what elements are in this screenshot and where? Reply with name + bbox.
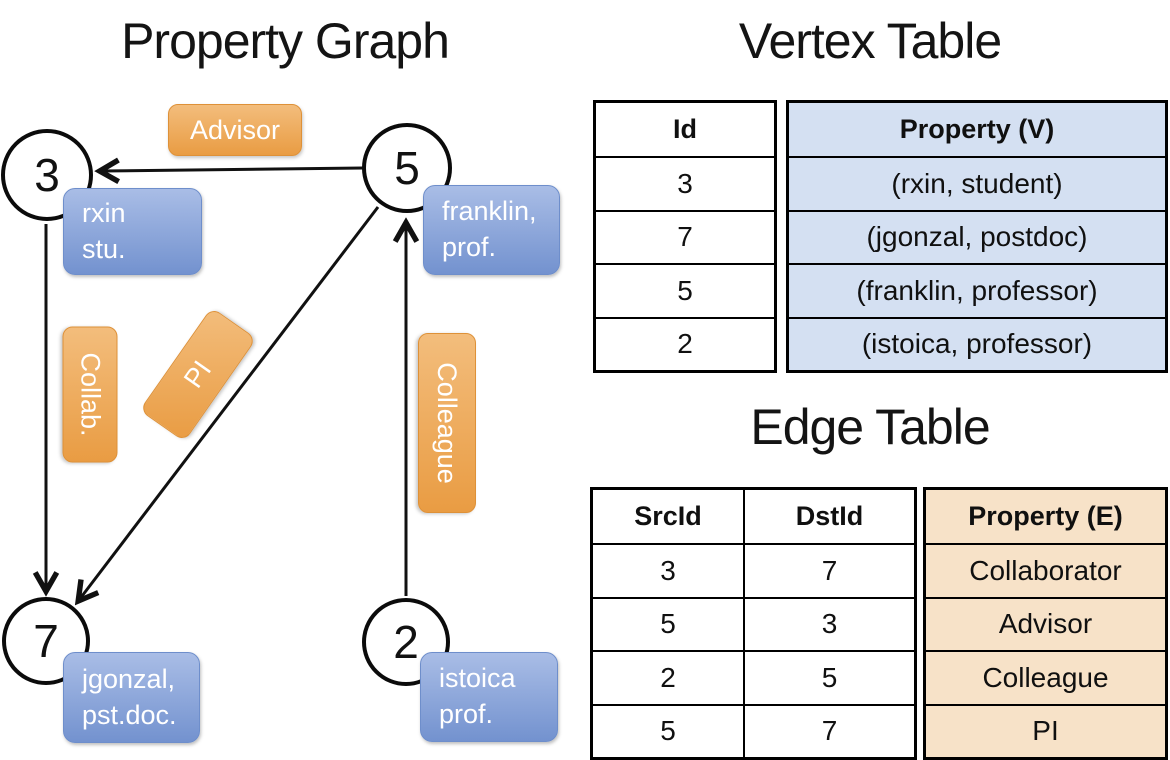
table-cell: (rxin, student)	[789, 156, 1165, 210]
vertex-table-id-column: Id 3 7 5 2	[593, 100, 777, 373]
graph-edges	[0, 0, 570, 760]
column-header: Property (E)	[926, 490, 1165, 544]
edge-label-collab: Collab.	[62, 326, 118, 463]
table-cell: 5	[743, 650, 914, 704]
column-header: DstId	[743, 490, 914, 544]
property-line: franklin,	[442, 196, 537, 227]
table-cell: 7	[743, 543, 914, 597]
table-cell: (jgonzal, postdoc)	[789, 209, 1165, 264]
vertex-table-property-column: Property (V) (rxin, student) (jgonzal, p…	[786, 100, 1168, 373]
table-cell: 3	[743, 596, 914, 651]
table-cell: (franklin, professor)	[789, 263, 1165, 317]
table-cell: 3	[593, 543, 743, 596]
table-cell: 2	[593, 650, 743, 703]
graph-node-2: 2	[362, 598, 450, 686]
node-id: 2	[393, 616, 419, 668]
node-id: 3	[34, 149, 60, 201]
property-line: istoica	[439, 663, 516, 694]
graph-node-5: 5	[362, 123, 452, 213]
node-id: 5	[394, 142, 420, 194]
vertex-table-title: Vertex Table	[738, 13, 1002, 69]
column-header: Id	[673, 114, 697, 145]
node-property-box-7: jgonzal, pst.doc.	[63, 652, 200, 743]
table-cell: 5	[593, 703, 743, 757]
table-cell: 3	[596, 156, 774, 209]
property-line: rxin	[82, 197, 126, 228]
edge-label-advisor: Advisor	[168, 104, 302, 156]
table-cell: 5	[596, 263, 774, 316]
table-cell: Collaborator	[926, 543, 1165, 597]
table-cell: 7	[596, 209, 774, 263]
edge-table-id-columns: SrcId DstId 3 7 5 3 2 5 5 7	[590, 487, 917, 760]
column-header: SrcId	[634, 501, 702, 532]
node-property-box-5: franklin, prof.	[423, 185, 560, 275]
table-cell: 2	[596, 316, 774, 370]
node-id: 7	[33, 615, 59, 667]
table-cell: 5	[593, 596, 743, 650]
edge-table-title: Edge Table	[750, 399, 990, 455]
property-line: stu.	[82, 233, 126, 264]
table-cell: Colleague	[926, 650, 1165, 704]
property-graph-title: Property Graph	[121, 13, 450, 69]
property-line: jgonzal,	[82, 663, 176, 694]
edge-line-5-7	[79, 206, 380, 600]
table-cell: PI	[926, 703, 1165, 757]
edge-label-colleague: Colleague	[418, 333, 476, 513]
property-line: pst.doc.	[82, 699, 177, 730]
node-property-box-3: rxin stu.	[63, 188, 202, 275]
property-line: prof.	[439, 699, 494, 729]
node-property-box-2: istoica prof.	[420, 652, 558, 742]
table-cell: (istoica, professor)	[789, 316, 1165, 370]
edge-line-5-3	[101, 168, 364, 171]
property-line: prof.	[442, 232, 497, 262]
column-header: Property (V)	[789, 103, 1165, 157]
table-cell: 7	[743, 703, 914, 757]
table-cell: Advisor	[926, 596, 1165, 651]
edge-table-property-column: Property (E) Collaborator Advisor Collea…	[923, 487, 1168, 760]
